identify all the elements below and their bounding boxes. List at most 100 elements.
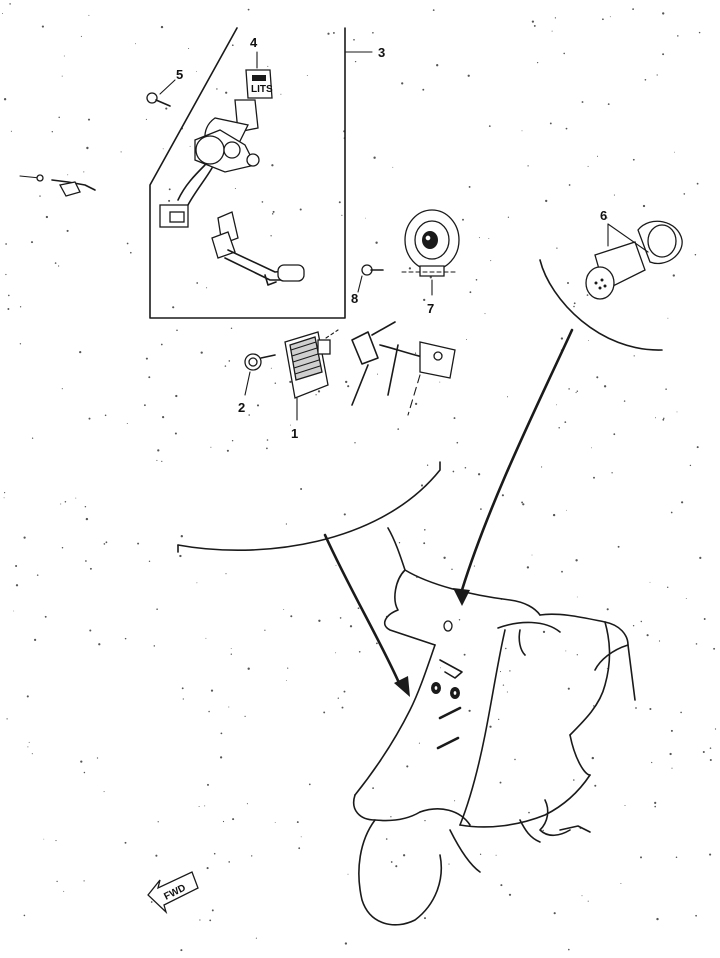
speckle-dot — [401, 82, 404, 85]
speckle-dot — [231, 44, 234, 47]
speckle-dot — [462, 218, 464, 221]
speckle-dot — [609, 16, 611, 18]
speckle-dot — [267, 65, 269, 67]
speckle-dot — [473, 565, 475, 567]
speckle-dot — [398, 542, 401, 544]
speckle-dot — [41, 25, 44, 28]
speckle-dot — [179, 554, 182, 558]
speckle-dot — [565, 127, 568, 130]
speckle-dot — [63, 890, 65, 892]
speckle-dot — [594, 784, 597, 787]
part-label-2: 2 — [238, 400, 245, 415]
speckle-dot — [506, 396, 509, 398]
speckle-dot — [2, 13, 3, 14]
speckle-dot — [452, 470, 455, 473]
speckle-dot — [85, 560, 87, 562]
speckle-dot — [408, 267, 412, 270]
speckle-dot — [670, 511, 673, 514]
speckle-dot — [501, 494, 504, 497]
speckle-dot — [126, 242, 129, 245]
speckle-dot — [207, 783, 209, 786]
speckle-dot — [266, 447, 268, 450]
speckle-dot — [7, 308, 10, 310]
speckle-dot — [28, 741, 30, 743]
speckle-dot — [390, 816, 392, 818]
speckle-dot — [153, 645, 156, 647]
speckle-dot — [439, 381, 441, 383]
speckle-dot — [477, 473, 481, 476]
speckle-dot — [505, 647, 507, 650]
speckle-dot — [709, 853, 712, 856]
speckle-dot — [702, 750, 705, 754]
speckle-dot — [10, 130, 12, 132]
speckle-dot — [148, 376, 151, 379]
speckle-dot — [651, 761, 653, 764]
speckle-dot — [270, 235, 272, 237]
speckle-dot — [632, 625, 635, 627]
speckle-dot — [213, 852, 216, 855]
speckle-dot — [162, 416, 165, 419]
speckle-dot — [103, 791, 105, 793]
part-label-7: 7 — [427, 301, 434, 316]
speckle-dot — [703, 618, 706, 620]
speckle-dot — [475, 279, 478, 281]
speckle-dot — [79, 350, 82, 354]
speckle-dot — [498, 718, 500, 721]
speckle-dot — [57, 265, 60, 267]
speckle-dot — [247, 667, 250, 670]
key-cylinder-cap: LITS — [245, 51, 273, 99]
part-label-1: 1 — [291, 426, 298, 441]
speckle-dot — [45, 215, 49, 219]
speckle-dot — [696, 182, 699, 185]
speckle-dot — [280, 93, 282, 95]
speckle-dot — [349, 625, 353, 628]
forward-direction-marker: FWD — [147, 871, 199, 915]
speckle-dot — [248, 414, 250, 416]
speckle-dot — [15, 564, 18, 568]
speckle-dot — [5, 243, 7, 245]
speckle-dot — [553, 912, 556, 915]
speckle-dot — [228, 360, 231, 362]
speckle-dot — [509, 670, 511, 672]
speckle-dot — [224, 365, 227, 367]
speckle-dot — [6, 718, 8, 720]
speckle-dot — [545, 199, 548, 203]
speckle-dot — [649, 581, 651, 583]
speckle-dot — [714, 728, 717, 730]
speckle-dot — [196, 282, 199, 284]
speckle-dot — [143, 404, 146, 407]
speckle-dot — [392, 166, 394, 168]
speckle-dot — [56, 880, 58, 883]
speckle-dot — [568, 948, 570, 951]
speckle-dot — [573, 305, 575, 308]
speckle-dot — [640, 856, 642, 859]
speckle-dot — [554, 17, 557, 19]
speckle-dot — [694, 254, 697, 256]
speckle-dot — [397, 428, 400, 430]
speckle-dot — [354, 60, 357, 63]
speckle-dot — [150, 901, 153, 903]
speckle-dot — [60, 503, 62, 505]
speckle-dot — [230, 327, 233, 330]
speckle-dot — [219, 756, 223, 759]
speckle-dot — [536, 61, 539, 64]
speckle-dot — [168, 188, 171, 191]
scooter-outline — [353, 527, 636, 926]
speckle-dot — [341, 706, 344, 709]
speckle-dot — [216, 88, 218, 90]
speckle-dot — [220, 732, 223, 735]
speckle-dot — [145, 357, 148, 360]
speckle-dot — [672, 274, 675, 277]
speckle-dot — [98, 643, 101, 646]
speckle-dot — [677, 35, 679, 37]
speckle-dot — [607, 103, 610, 106]
speckle-dot — [646, 634, 649, 637]
speckle-dot — [385, 838, 388, 840]
speckle-dot — [624, 805, 626, 806]
speckle-dot — [567, 282, 569, 284]
speckle-dot — [508, 893, 512, 896]
speckle-dot — [414, 402, 418, 406]
speckle-dot — [424, 917, 426, 920]
speckle-dot — [289, 380, 292, 384]
speckle-dot — [226, 449, 229, 452]
